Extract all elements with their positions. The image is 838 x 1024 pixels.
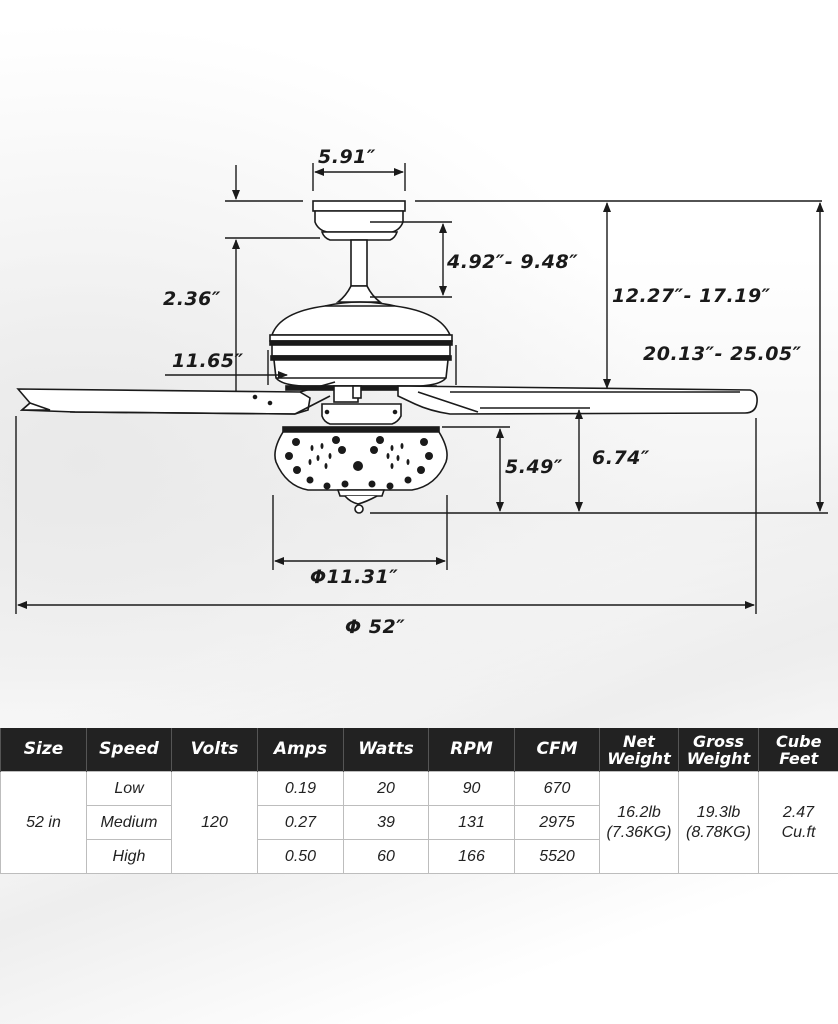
cell-speed: Low [86, 771, 172, 806]
cell-watts: 20 [343, 771, 429, 806]
cell-cfm: 2975 [514, 805, 600, 840]
header-net-weight: Net Weight [599, 728, 679, 772]
cell-cfm: 5520 [514, 839, 600, 874]
cell-net-weight: 16.2lb (7.36KG) [599, 771, 679, 874]
net-weight-lb: 16.2lb [617, 803, 661, 821]
header-cube-feet: Cube Feet [758, 728, 838, 772]
table-row: High 0.50 60 166 5520 [1, 839, 838, 874]
header-size: Size [0, 728, 87, 772]
cell-cfm: 670 [514, 771, 600, 806]
cell-amps: 0.27 [257, 805, 344, 840]
cell-gross-weight: 19.3lb (8.78KG) [678, 771, 759, 874]
cell-size: 52 in [0, 771, 87, 874]
cell-amps: 0.50 [257, 839, 344, 874]
net-weight-kg: (7.36KG) [606, 823, 672, 841]
header-amps: Amps [257, 728, 344, 772]
motor-housing [269, 285, 453, 391]
canopy [312, 200, 406, 241]
canopy-width-label: 5.91″ [318, 146, 376, 168]
canopy-height-label: 2.36″ [163, 288, 221, 310]
cell-rpm: 166 [428, 839, 515, 874]
switch-housing [321, 385, 402, 425]
header-cube-feet-line1: Cube [776, 731, 822, 751]
downrod [350, 239, 368, 287]
light-kit-height-label: 5.49″ [505, 456, 563, 478]
cell-speed: Medium [86, 805, 172, 840]
table-row: Medium 0.27 39 131 2975 [1, 805, 838, 840]
light-kit-diameter-label: Φ11.31″ [310, 566, 399, 588]
header-gross-weight-line2: Weight [686, 748, 751, 768]
header-watts: Watts [343, 728, 429, 772]
cell-rpm: 131 [428, 805, 515, 840]
cell-watts: 60 [343, 839, 429, 874]
cell-amps: 0.19 [257, 771, 344, 806]
cube-feet-unit: Cu.ft [781, 823, 816, 841]
header-gross-weight: Gross Weight [678, 728, 759, 772]
header-gross-weight-line1: Gross [692, 731, 745, 751]
table-row: 52 in Low 120 0.19 20 90 670 16.2lb (7.3… [0, 771, 838, 874]
cell-speed: High [86, 839, 172, 874]
gross-weight-kg: (8.78KG) [686, 823, 751, 841]
specs-table: Size Speed Volts Amps Watts RPM CFM Net … [0, 728, 838, 874]
header-net-weight-line2: Weight [607, 748, 671, 768]
dimension-lines [15, 163, 828, 614]
motor-width-label: 11.65″ [172, 350, 244, 372]
header-rpm: RPM [428, 728, 515, 772]
cell-rpm: 90 [428, 771, 515, 806]
cell-volts: 120 [171, 771, 258, 874]
header-cfm: CFM [514, 728, 600, 772]
fan-dimension-diagram: 5.91″ 2.36″ 4.92″- 9.48″ 12.27″- 17.19″ … [15, 146, 828, 638]
gross-weight-lb: 19.3lb [696, 803, 741, 821]
ceiling-to-blade-label: 12.27″- 17.19″ [612, 285, 771, 307]
downrod-range-label: 4.92″- 9.48″ [447, 251, 579, 273]
cell-cube-feet: 2.47 Cu.ft [758, 771, 838, 874]
header-speed: Speed [86, 728, 172, 772]
blade-span-label: Φ 52″ [345, 616, 406, 638]
overall-height-label: 20.13″- 25.05″ [643, 343, 802, 365]
cube-feet-value: 2.47 [782, 803, 815, 821]
fan-drawing [15, 163, 828, 614]
cell-watts: 39 [343, 805, 429, 840]
light-kit-bowl [274, 426, 448, 514]
fan-blades [16, 381, 758, 415]
table-header-row: Size Speed Volts Amps Watts RPM CFM Net … [0, 728, 838, 772]
blade-to-bottom-label: 6.74″ [592, 447, 650, 469]
header-cube-feet-line2: Feet [779, 748, 819, 768]
header-volts: Volts [171, 728, 258, 772]
header-net-weight-line1: Net [623, 731, 655, 751]
